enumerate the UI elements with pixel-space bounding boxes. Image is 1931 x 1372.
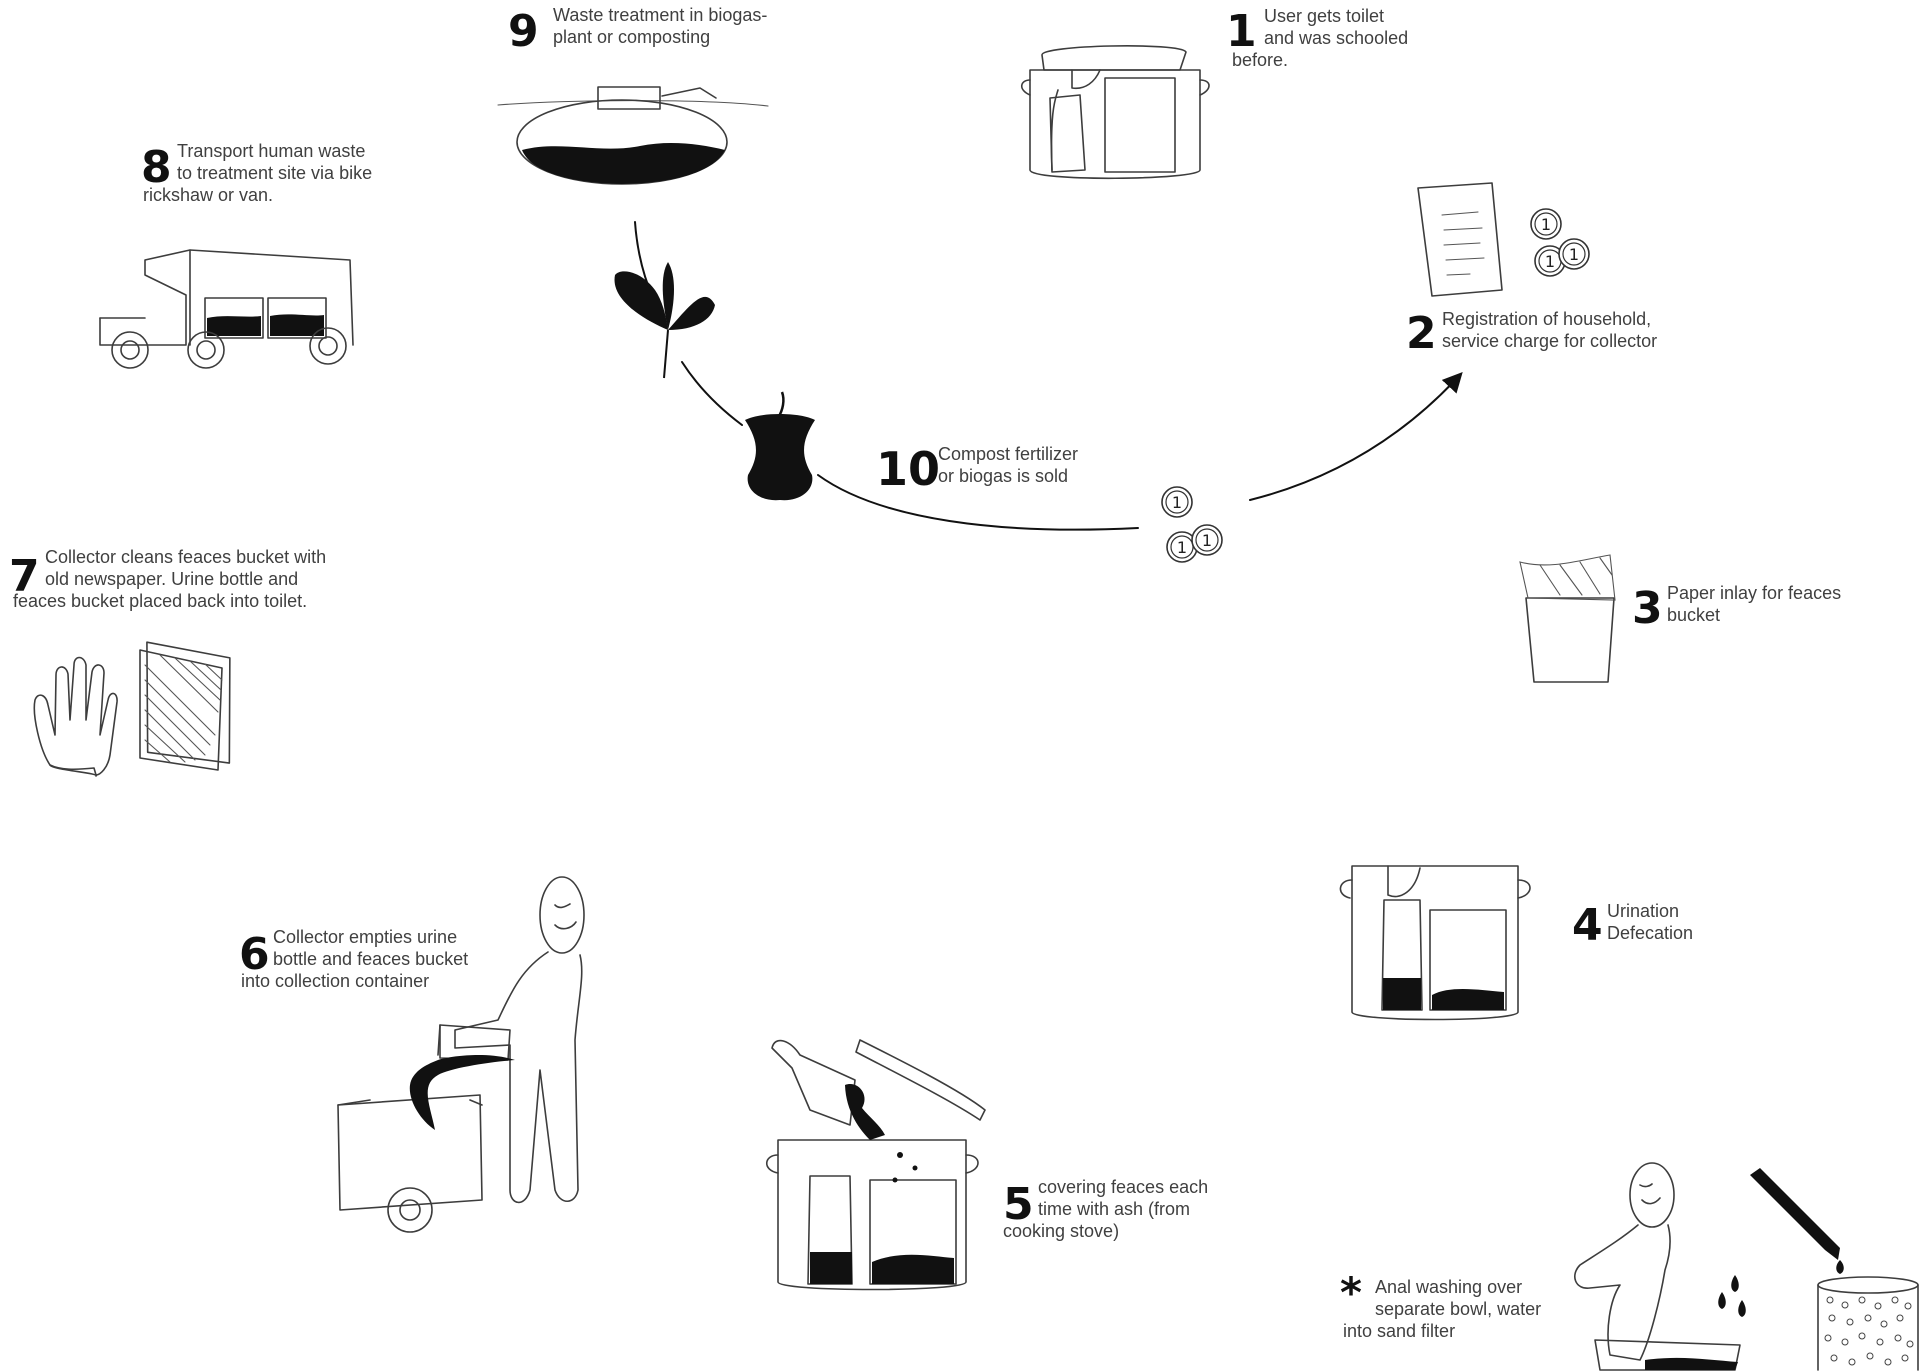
- step-10-line-2: or biogas is sold: [938, 465, 1078, 487]
- step-4-text: Urination Defecation: [1607, 900, 1693, 944]
- step-6-line-3: into collection container: [241, 970, 468, 992]
- washing-person-icon: [1575, 1163, 1844, 1370]
- step-10-number: 10: [876, 446, 940, 492]
- step-9-number: 9: [508, 10, 539, 54]
- step-6-line-1: Collector empties urine: [241, 926, 468, 948]
- step-8-line-1: Transport human waste: [143, 140, 372, 162]
- step-4-line-1: Urination: [1607, 900, 1693, 922]
- van-icon: [100, 250, 353, 368]
- step-7-text: Collector cleans feaces bucket with old …: [13, 546, 326, 612]
- step-7-line-1: Collector cleans feaces bucket with: [13, 546, 326, 568]
- coin-icon: 1 1 1: [1162, 487, 1222, 562]
- step-3-line-1: Paper inlay for feaces: [1667, 582, 1841, 604]
- step-9-line-1: Waste treatment in biogas-: [553, 4, 767, 26]
- leaf-icon: [615, 262, 715, 378]
- step-9-text: Waste treatment in biogas- plant or comp…: [553, 4, 767, 48]
- step-5-text: covering feaces each time with ash (from…: [1003, 1176, 1208, 1242]
- svg-text:1: 1: [1541, 215, 1551, 234]
- step-9-line-2: plant or composting: [553, 26, 767, 48]
- step-star-line-1: Anal washing over: [1343, 1276, 1541, 1298]
- step-2-text: Registration of household, service charg…: [1442, 308, 1657, 352]
- step-7-line-2: old newspaper. Urine bottle and: [13, 568, 326, 590]
- step-4-line-2: Defecation: [1607, 922, 1693, 944]
- step-4-number: 4: [1572, 904, 1603, 948]
- glove-icon: [34, 658, 117, 777]
- step-8-line-2: to treatment site via bike: [143, 162, 372, 184]
- step-3-number: 3: [1632, 587, 1663, 631]
- step-5-line-1: covering feaces each: [1003, 1176, 1208, 1198]
- step-1-line-2: and was schooled: [1232, 27, 1408, 49]
- step-1-line-1: User gets toilet: [1232, 5, 1408, 27]
- step-5-line-3: cooking stove): [1003, 1220, 1208, 1242]
- step-3-line-2: bucket: [1667, 604, 1841, 626]
- step-10-text: Compost fertilizer or biogas is sold: [938, 443, 1078, 487]
- coin-icon: 1 1 1: [1531, 209, 1589, 276]
- registration-document-icon: [1418, 183, 1502, 296]
- step-2-line-1: Registration of household,: [1442, 308, 1657, 330]
- apple-core-icon: [745, 392, 815, 500]
- toilet-with-ash-icon: [767, 1040, 985, 1290]
- biogas-tank-icon: [498, 87, 768, 184]
- svg-text:1: 1: [1569, 245, 1579, 264]
- step-1-line-3: before.: [1232, 49, 1408, 71]
- step-5-line-2: time with ash (from: [1003, 1198, 1208, 1220]
- paper-lined-bucket-icon: [1520, 555, 1615, 682]
- dry-toilet-box-icon: [1022, 46, 1209, 178]
- flow-line-leaf-apple: [682, 362, 742, 425]
- step-1-text: User gets toilet and was schooled before…: [1232, 5, 1408, 71]
- sand-filter-icon: [1818, 1277, 1918, 1370]
- svg-text:1: 1: [1202, 531, 1212, 550]
- step-3-text: Paper inlay for feaces bucket: [1667, 582, 1841, 626]
- step-10-line-1: Compost fertilizer: [938, 443, 1078, 465]
- step-star-line-2: separate bowl, water: [1343, 1298, 1541, 1320]
- flow-arrow: [1250, 375, 1460, 500]
- step-2-line-2: service charge for collector: [1442, 330, 1657, 352]
- step-6-text: Collector empties urine bottle and feace…: [241, 926, 468, 992]
- toilet-with-waste-icon: [1340, 866, 1530, 1020]
- step-8-line-3: rickshaw or van.: [143, 184, 372, 206]
- svg-text:1: 1: [1545, 252, 1555, 271]
- step-star-text: Anal washing over separate bowl, water i…: [1343, 1276, 1541, 1342]
- svg-text:1: 1: [1172, 493, 1182, 512]
- step-star-line-3: into sand filter: [1343, 1320, 1541, 1342]
- svg-text:1: 1: [1177, 538, 1187, 557]
- step-2-number: 2: [1406, 312, 1437, 356]
- step-7-line-3: feaces bucket placed back into toilet.: [13, 590, 326, 612]
- step-6-line-2: bottle and feaces bucket: [241, 948, 468, 970]
- newspaper-icon: [140, 638, 235, 770]
- step-8-text: Transport human waste to treatment site …: [143, 140, 372, 206]
